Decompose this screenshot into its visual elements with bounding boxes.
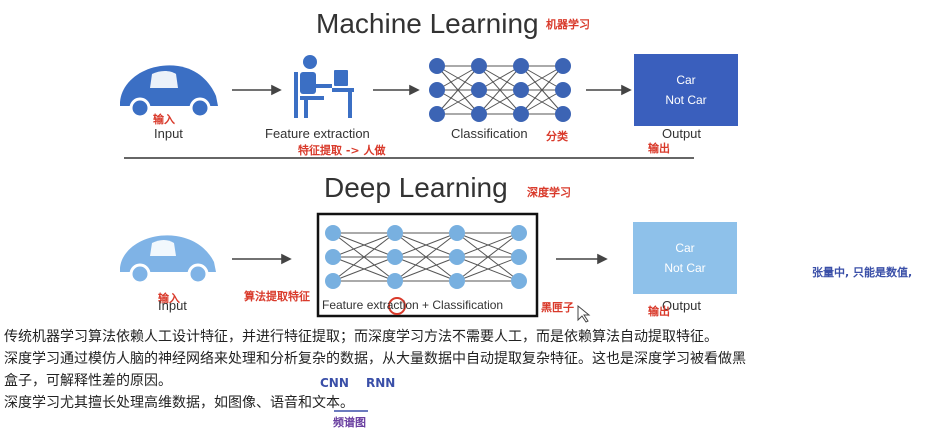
network-node	[429, 58, 445, 74]
ml-feature-note: 特征提取 -> 人做	[298, 144, 386, 157]
network-node	[325, 273, 341, 289]
network-edge	[456, 232, 520, 258]
ml-output-note: 输出	[648, 142, 670, 155]
network-node	[429, 82, 445, 98]
network-node	[555, 58, 571, 74]
network-edge	[332, 256, 396, 282]
dl-title: Deep Learning	[324, 172, 508, 203]
black-box-frame	[316, 212, 539, 318]
arrows-bottom	[232, 253, 608, 265]
network-node	[471, 82, 487, 98]
note-cnn: CNN	[320, 376, 349, 390]
network-edge	[456, 256, 520, 282]
network-node	[387, 225, 403, 241]
car-icon-light	[120, 235, 216, 285]
ml-class-label: Classification	[451, 126, 528, 141]
network-edge	[436, 65, 480, 115]
network-edge	[520, 89, 564, 115]
network-edge	[478, 65, 522, 91]
network-node	[325, 225, 341, 241]
ml-input-note: 输入	[153, 113, 175, 126]
dl-side-note: 张量中, 只能是数值,	[812, 266, 913, 279]
network-edge	[478, 65, 522, 115]
dl-title-note: 深度学习	[527, 186, 571, 199]
dl-box-line1: Car	[675, 241, 695, 255]
network-node	[471, 106, 487, 122]
network-node	[325, 249, 341, 265]
text-line-2: 深度学习通过模仿人脑的神经网络来处理和分析复杂的数据，从大量数据中自动提取复杂特…	[4, 351, 746, 367]
network-node	[449, 225, 465, 241]
ml-output-box: Car Not Car	[634, 54, 738, 126]
text-line-1: 传统机器学习算法依赖人工设计特征，并进行特征提取；而深度学习方法不需要人工，而是…	[4, 329, 718, 345]
dl-box-line2: Not Car	[664, 261, 706, 275]
network-node	[387, 273, 403, 289]
ml-input-label: Input	[154, 126, 183, 141]
dl-output-box: Car Not Car	[633, 222, 737, 294]
network-edge	[436, 65, 480, 91]
neural-network-top	[429, 58, 571, 122]
text-line-3: 盒子，可解释性差的原因。	[4, 373, 172, 389]
ml-title-note: 机器学习	[546, 18, 590, 31]
network-node	[555, 82, 571, 98]
dl-output-label: Output	[662, 298, 702, 313]
network-edge	[456, 232, 520, 282]
note-spectrogram: 频谱图	[333, 416, 366, 429]
network-node	[471, 58, 487, 74]
network-node	[429, 106, 445, 122]
network-node	[555, 106, 571, 122]
network-edge	[520, 65, 564, 115]
network-edge	[394, 256, 458, 282]
arrows-top	[232, 84, 632, 96]
network-edge	[436, 89, 480, 115]
network-node	[513, 58, 529, 74]
network-node	[513, 82, 529, 98]
cursor-icon	[577, 304, 591, 323]
network-node	[511, 225, 527, 241]
ml-class-note: 分类	[546, 130, 568, 143]
dl-algo-note: 算法提取特征	[244, 290, 310, 303]
network-edge	[332, 232, 396, 282]
dl-input-label: Input	[158, 298, 187, 313]
network-edge	[394, 232, 458, 282]
neural-network-bottom	[325, 225, 527, 289]
red-circle-annotation	[388, 297, 406, 315]
network-node	[449, 249, 465, 265]
ml-output-label: Output	[662, 126, 702, 141]
network-edge	[478, 89, 522, 115]
dl-net-label: Feature extraction + Classification	[322, 298, 504, 312]
person-desk-icon	[294, 55, 354, 118]
note-rnn: RNN	[366, 376, 396, 390]
network-node	[449, 273, 465, 289]
network-edge	[520, 65, 564, 91]
text-line-4: 深度学习尤其擅长处理高维数据，如图像、语音和文本。	[4, 395, 354, 411]
dl-input-note: 输入	[158, 292, 180, 305]
dl-blackbox-note: 黑匣子	[541, 301, 574, 314]
network-node	[513, 106, 529, 122]
network-node	[387, 249, 403, 265]
network-node	[511, 249, 527, 265]
ml-feature-label: Feature extraction	[265, 126, 370, 141]
dl-output-note: 输出	[648, 305, 670, 318]
ml-title: Machine Learning	[316, 8, 539, 39]
ml-box-line2: Not Car	[665, 93, 707, 107]
network-node	[511, 273, 527, 289]
ml-box-line1: Car	[676, 73, 696, 87]
network-edge	[394, 232, 458, 258]
car-icon	[120, 65, 218, 119]
network-edge	[332, 232, 396, 258]
